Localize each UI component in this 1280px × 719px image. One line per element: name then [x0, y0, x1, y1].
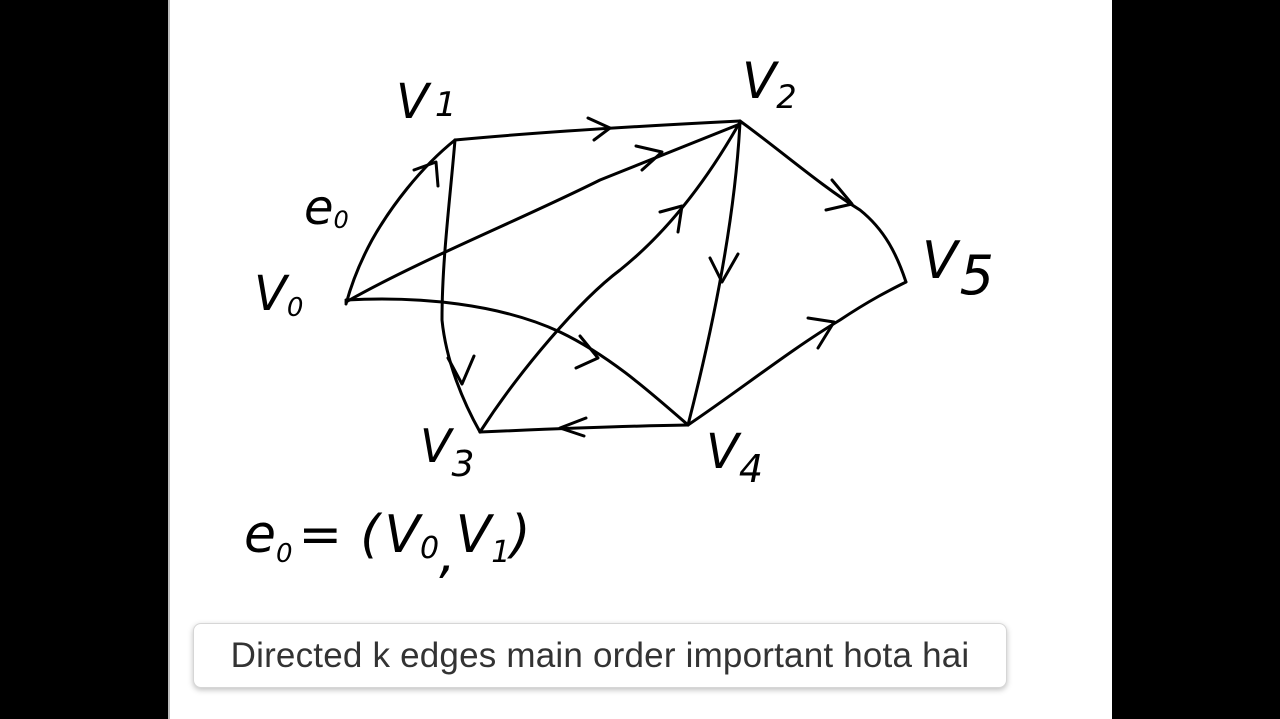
arrow-v3-v2 — [658, 204, 684, 234]
vertex-label-v4-base: V — [706, 424, 742, 480]
arrow-v0-v1 — [412, 160, 440, 188]
edge-v4-v3 — [478, 423, 690, 434]
arrow-v0-v2 — [634, 144, 664, 172]
edge-label-e0-sub: 0 — [334, 206, 349, 234]
equation-a-sub: 0 — [420, 531, 439, 566]
edge-definition-equation: e0=(V0,V1) — [244, 505, 531, 585]
equation-lhs-base: e — [244, 505, 276, 565]
vertex-label-v3-sub: 3 — [451, 444, 474, 485]
arrow-v0-v4 — [574, 334, 600, 370]
caption-text: Directed k edges main order important ho… — [230, 635, 970, 675]
vertex-label-v2-sub: 2 — [776, 78, 796, 116]
equation-b-base: V — [456, 505, 495, 565]
edge-v1-v3 — [440, 138, 482, 434]
arrow-v4-v3 — [558, 416, 588, 438]
arrow-v1-v2 — [586, 116, 612, 142]
edge-v0-v1 — [344, 138, 457, 306]
canvas-border — [168, 0, 170, 719]
vertex-label-v0-sub: 0 — [287, 293, 304, 323]
subtitle-caption: Directed k edges main order important ho… — [193, 623, 1007, 688]
edge-v4-v5 — [686, 280, 908, 427]
equation-b-sub: 1 — [491, 535, 510, 570]
vertex-label-v0: V0 — [254, 266, 303, 323]
edge-label-e0-base: e — [304, 180, 334, 236]
equation-lhs-sub: 0 — [276, 539, 293, 569]
edge-v1-v2 — [453, 119, 742, 142]
vertex-label-v2: V2 — [742, 52, 797, 116]
whiteboard-canvas — [170, 0, 1112, 719]
vertex-label-v1-base: V — [396, 74, 432, 130]
arrow-v2-v4 — [708, 252, 740, 284]
edge-v3-v2 — [478, 120, 742, 434]
vertex-label-v4-sub: 4 — [739, 447, 763, 491]
equation-a-base: V — [384, 505, 423, 565]
equation-close-paren: ) — [506, 505, 530, 565]
edge-v0-v4 — [344, 297, 690, 427]
vertex-label-v4: V4 — [706, 424, 763, 491]
vertex-label-v3: V3 — [420, 419, 474, 485]
edge-arrowheads — [412, 116, 854, 438]
equation-open-paren: ( — [360, 505, 383, 565]
equation-equals: = — [299, 505, 343, 565]
equation-comma: , — [439, 525, 456, 585]
vertex-label-v3-base: V — [420, 419, 455, 473]
vertex-label-v0-base: V — [254, 266, 290, 322]
arrow-v2-v5 — [824, 178, 854, 212]
edge-v2-v5 — [738, 119, 908, 284]
vertex-label-v1-sub: 1 — [435, 85, 457, 125]
arrow-v1-v3 — [446, 354, 476, 386]
vertex-label-v5-sub: 5 — [960, 244, 994, 307]
vertex-label-v5-base: V — [922, 231, 961, 291]
edge-v0-v2 — [344, 122, 742, 304]
graph-edges — [344, 119, 908, 434]
arrow-v4-v5 — [806, 316, 836, 350]
vertex-label-v5: V5 — [922, 231, 994, 307]
edge-v2-v4 — [686, 120, 742, 427]
vertex-label-v2-base: V — [742, 52, 780, 110]
edge-label-e0: e0 — [304, 180, 349, 236]
